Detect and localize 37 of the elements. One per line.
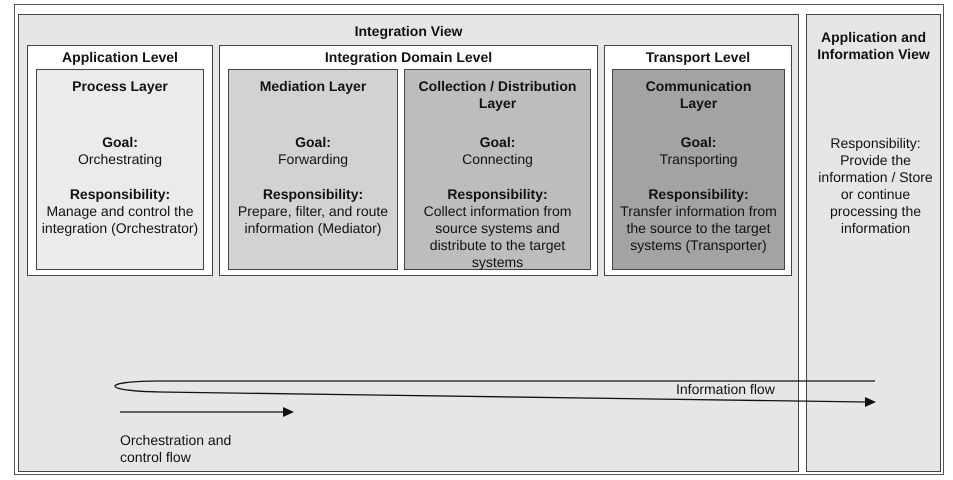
heading: Integration View	[354, 23, 464, 40]
view-panel	[806, 14, 941, 472]
heading: Transport Level	[644, 49, 752, 66]
layer-box	[36, 69, 204, 270]
description-text: Responsibility: Provide the information / Store or continue processing the information	[817, 135, 934, 237]
description-text: Collect information from source systems and distribute to the target systems	[422, 203, 572, 271]
field-label: Goal:	[478, 134, 516, 151]
flow-label: Information flow	[676, 381, 776, 398]
view-panel	[18, 14, 799, 472]
heading: Integration Domain Level	[324, 49, 494, 66]
heading: Application and Information View	[816, 29, 931, 63]
description-text: Manage and control the integration (Orchestrator)	[41, 203, 199, 237]
field-label: Responsibility:	[647, 186, 750, 203]
description-text: Transfer information from the source to the target systems (Transporter)	[619, 203, 778, 254]
layer-box	[404, 69, 591, 270]
heading: Process Layer	[71, 78, 169, 95]
description-text: Forwarding	[276, 151, 350, 168]
layer-box	[612, 69, 785, 270]
field-label: Goal:	[294, 134, 332, 151]
description-text: Prepare, filter, and route information (Mediator)	[236, 203, 390, 237]
heading: Collection / Distribution Layer	[418, 78, 578, 112]
heading: Communication Layer	[644, 78, 752, 112]
field-label: Responsibility:	[262, 186, 364, 203]
heading: Application Level	[61, 49, 179, 66]
description-text: Connecting	[461, 151, 534, 168]
description-text: Transporting	[658, 151, 739, 168]
layer-box	[228, 69, 398, 270]
description-text: Orchestrating	[76, 151, 164, 168]
field-label: Goal:	[101, 134, 139, 151]
level-panel	[27, 45, 213, 276]
field-label: Responsibility:	[68, 186, 172, 203]
heading: Mediation Layer	[258, 78, 368, 95]
level-panel	[604, 45, 792, 276]
flow-label: Orchestration and control flow	[120, 432, 232, 466]
field-label: Goal:	[680, 134, 718, 151]
level-panel	[219, 45, 598, 276]
field-label: Responsibility:	[446, 186, 549, 203]
